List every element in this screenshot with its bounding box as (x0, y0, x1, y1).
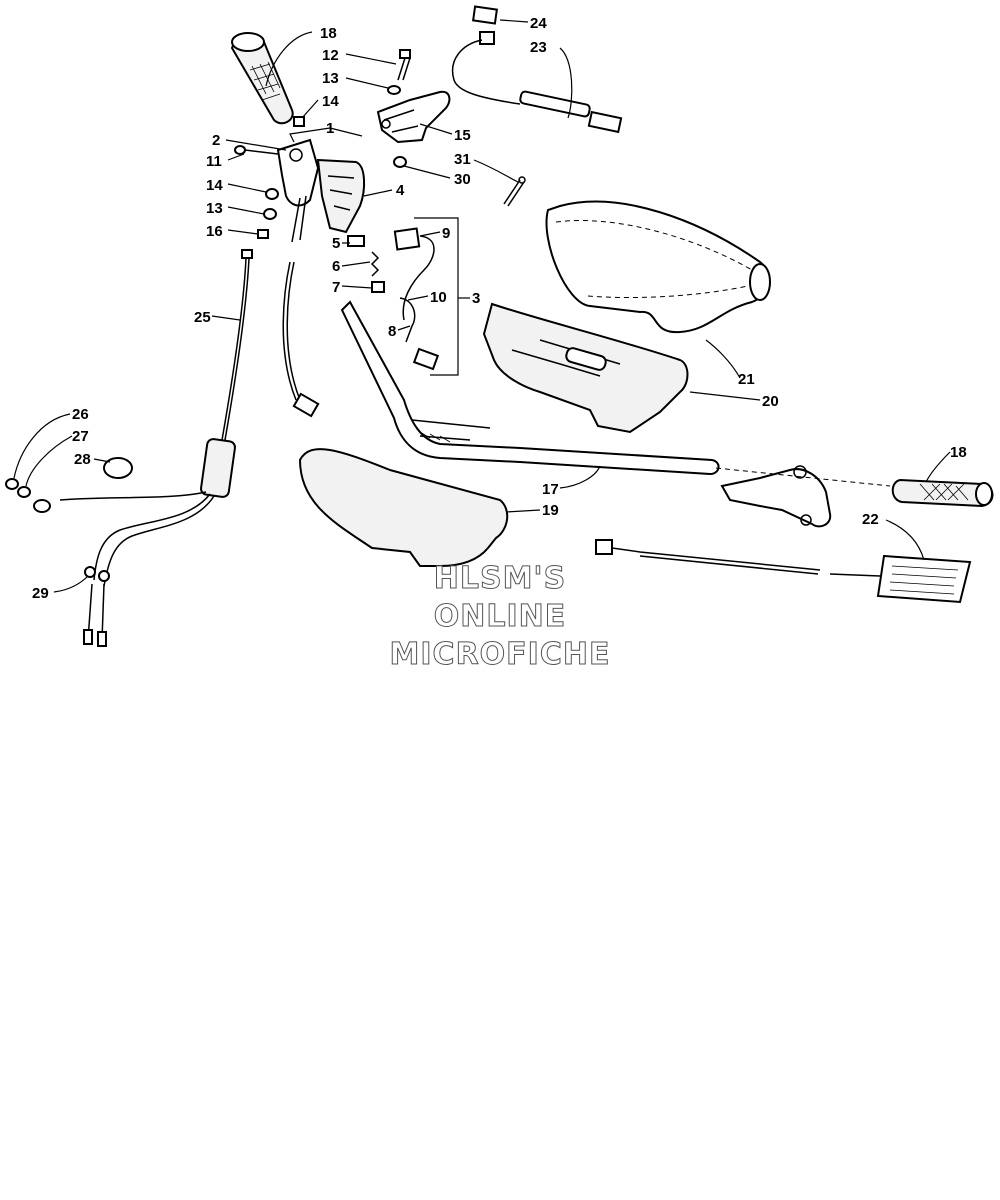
spring-6-part (370, 251, 380, 277)
nut-26-part (5, 478, 19, 490)
callout-18-right-grip: 18 (950, 444, 967, 461)
cable-ends-29-part (83, 566, 110, 647)
harness-23-part (451, 31, 623, 134)
callout-9-switch: 9 (442, 225, 450, 242)
handlebar-pad-21-part (545, 200, 771, 334)
clip-16-part (257, 229, 269, 239)
nut-30-part (393, 156, 407, 168)
watermark-line-3: MICROFICHE (390, 637, 611, 672)
watermark-line-2: ONLINE (434, 599, 567, 634)
callout-30-nut: 30 (454, 171, 471, 188)
callout-22-heater: 22 (862, 511, 879, 528)
callout-2-housing: 2 (212, 132, 220, 149)
switch-9-part (393, 227, 435, 321)
throttle-cable-part (59, 249, 253, 587)
callout-11-screw: 11 (206, 153, 222, 170)
left-grip-part (230, 32, 294, 125)
callout-23-harness: 23 (530, 39, 547, 56)
callout-3-group: 3 (472, 290, 480, 307)
bolt-12-part (397, 49, 411, 81)
group-bracket-3 (414, 217, 459, 376)
callout-5-clip: 5 (332, 235, 340, 252)
callout-13-washer: 13 (322, 70, 339, 87)
handlebar-pad-19-part (298, 448, 509, 567)
callout-7-plate: 7 (332, 279, 340, 296)
washer-13-part (387, 85, 401, 95)
switch-24-part (472, 5, 498, 25)
callout-16-clip: 16 (206, 223, 223, 240)
callout-13-washer-lower: 13 (206, 200, 223, 217)
brake-assembly-part (715, 465, 891, 528)
callout-10-harness: 10 (430, 289, 447, 306)
callout-12-bolt: 12 (322, 47, 339, 64)
heater-element-22-part (595, 539, 972, 604)
callout-1-assembly: 1 (326, 120, 334, 137)
cable-end-part (33, 499, 51, 513)
screw-11-part (234, 145, 279, 155)
handlebar-17-part (340, 300, 720, 476)
plate-7-part (371, 281, 385, 293)
callout-29-cable-ends: 29 (32, 585, 49, 602)
nut-14b-part (265, 188, 279, 200)
callout-14-nut: 14 (322, 93, 339, 110)
brake-cable-part (282, 261, 320, 418)
callout-6-spring: 6 (332, 258, 340, 275)
callout-24-switch: 24 (530, 15, 547, 32)
callout-25-cable: 25 (194, 309, 211, 326)
callout-18-left-grip: 18 (320, 25, 337, 42)
callout-20-cover: 20 (762, 393, 779, 410)
callout-15-lever: 15 (454, 127, 471, 144)
harness-10-part (399, 297, 440, 371)
washer-27-part (17, 486, 31, 498)
washer-13b-part (263, 208, 277, 220)
callout-26-nut: 26 (72, 406, 89, 423)
handlebar-cover-20-part (482, 302, 689, 434)
callout-14-nut-lower: 14 (206, 177, 223, 194)
callout-17-handlebar: 17 (542, 481, 559, 498)
clip-5-part (347, 235, 365, 247)
callout-21-pad: 21 (738, 371, 755, 388)
callout-31-pin: 31 (454, 151, 471, 168)
callout-19-pad: 19 (542, 502, 559, 519)
throttle-housing-part (276, 138, 320, 243)
watermark-line-1: HLSM'S (434, 561, 566, 596)
brake-lever-part (376, 90, 451, 144)
right-grip-part (891, 478, 994, 508)
pin-31-part (503, 176, 526, 207)
leader-lines (13, 19, 951, 593)
callout-8-part: 8 (388, 323, 396, 340)
housing-4-part (316, 158, 366, 234)
callout-28-clamp: 28 (74, 451, 91, 468)
clamp-28-part (103, 457, 133, 479)
nut-14-part (293, 116, 305, 127)
callout-27-washer: 27 (72, 428, 89, 445)
callout-4-housing: 4 (396, 182, 405, 199)
